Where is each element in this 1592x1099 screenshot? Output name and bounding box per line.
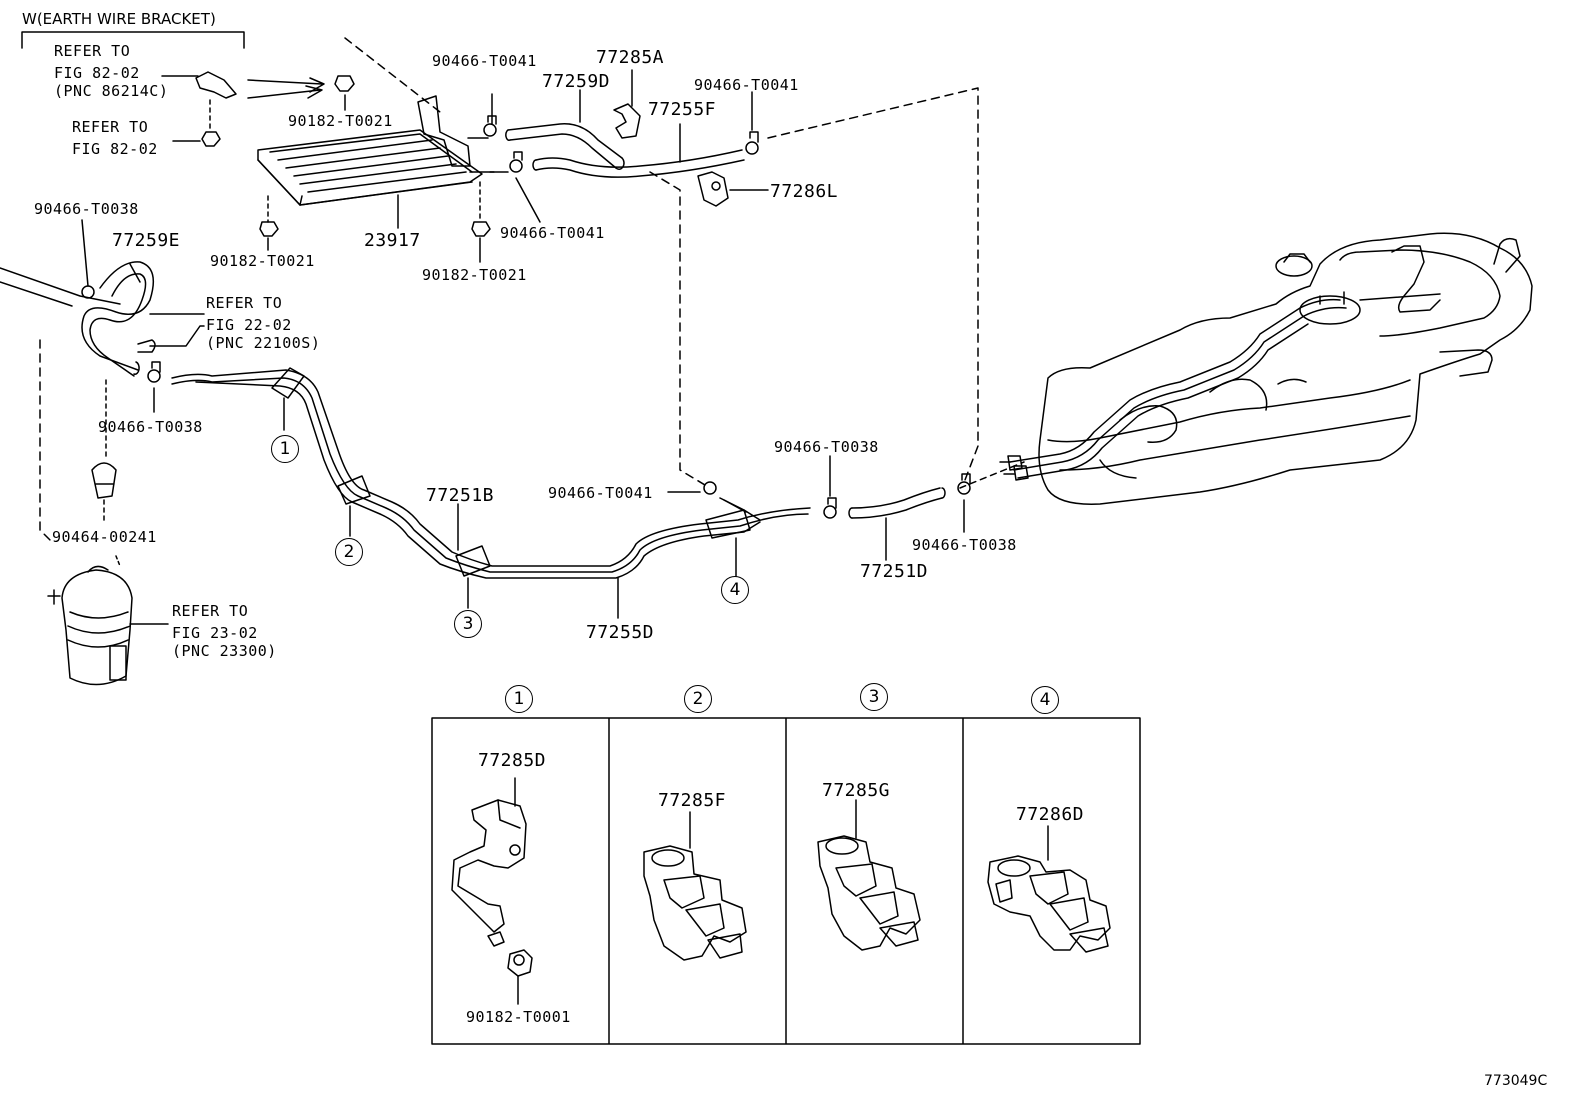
clamp-90466-f (703, 481, 717, 495)
callout-3: 3 (454, 610, 482, 638)
part-77255D: 77255D (586, 622, 655, 643)
header-bracket (21, 31, 245, 49)
part-90466-T0041-b: 90466-T0041 (694, 76, 799, 94)
part-90466-T0041-a: 90466-T0041 (432, 52, 537, 70)
clamp-90466-e (147, 361, 161, 383)
nut-90182-a (334, 75, 355, 92)
fuel-filter (61, 569, 133, 686)
part-90182-T0021-a: 90182-T0021 (288, 112, 393, 130)
detail-part-77286D-label: 77286D (1016, 804, 1085, 825)
detail-nut-90182-T0001 (507, 949, 533, 977)
clamp-90466-g (823, 497, 837, 519)
part-77251B: 77251B (426, 485, 495, 506)
detail-panel-frame (431, 717, 1141, 1045)
nut-small (201, 131, 221, 147)
clip-4 (705, 509, 751, 539)
part-77259D: 77259D (542, 71, 611, 92)
nut-90182-b (259, 221, 279, 237)
hose-77259D (507, 123, 623, 159)
clamp-90466-b (745, 131, 759, 155)
arrow-1 (247, 77, 325, 93)
hose-77251D (851, 487, 941, 509)
figure-code: 773049C (1484, 1073, 1548, 1089)
ref-fig2302-line2: FIG 23-02 (172, 624, 258, 642)
ref-fig2202-line3: (PNC 22100S) (206, 334, 321, 352)
detail-part-77285G (817, 799, 921, 951)
detail-callout-1: 1 (505, 685, 533, 713)
earth-wire-bracket (195, 71, 237, 99)
clamp-90466-d (81, 285, 95, 299)
detail-part-77286D (987, 825, 1111, 953)
nut-90182-c (471, 221, 491, 237)
callout-2: 2 (335, 538, 363, 566)
detail-part-77285D-label: 77285D (478, 750, 547, 771)
clamp-90466-c (509, 151, 523, 173)
ref-fig2302-line3: (PNC 23300) (172, 642, 277, 660)
detail-part-77285D (451, 777, 533, 1005)
engine-pipe (0, 267, 121, 305)
clip-3 (455, 545, 491, 577)
part-90182-T0021-c: 90182-T0021 (422, 266, 527, 284)
ref-fig2202-line2: FIG 22-02 (206, 316, 292, 334)
detail-part-77285G-label: 77285G (822, 780, 891, 801)
hose-77259E (81, 261, 155, 371)
part-90182-T0021-b: 90182-T0021 (210, 252, 315, 270)
ref-fig2202-line1: REFER TO (206, 294, 283, 312)
detail-part-90182-T0001-label: 90182-T0001 (466, 1008, 571, 1026)
part-90466-T0038-b: 90466-T0038 (98, 418, 203, 436)
part-77255F: 77255F (648, 99, 717, 120)
hose-77255F (535, 149, 743, 168)
ref-fig2302-line1: REFER TO (172, 602, 249, 620)
part-23917: 23917 (364, 230, 421, 251)
ref-fig8202-pnc-line1: REFER TO (54, 42, 131, 60)
detail-callout-3: 3 (860, 683, 888, 711)
part-77259E: 77259E (112, 230, 181, 251)
detail-part-77285F-label: 77285F (658, 790, 727, 811)
ref-fig8202-pnc-line2: FIG 82-02 (54, 64, 140, 82)
callout-1: 1 (271, 435, 299, 463)
clip-77285A (613, 103, 641, 139)
detail-callout-2: 2 (684, 685, 712, 713)
part-90466-T0041-d: 90466-T0041 (548, 484, 653, 502)
main-fuel-lines (171, 369, 811, 579)
clip-2 (337, 475, 371, 505)
callout-4: 4 (721, 576, 749, 604)
detail-callout-4: 4 (1031, 686, 1059, 714)
ref-fig8202-line1: REFER TO (72, 118, 149, 136)
arrow-2 (247, 85, 323, 99)
cooler-bracket (417, 95, 471, 167)
fuel-tank (999, 232, 1533, 505)
part-90466-T0038-d: 90466-T0038 (912, 536, 1017, 554)
detail-part-77285F (643, 811, 747, 961)
bracket-77286L (697, 171, 729, 207)
ref-fig8202-pnc-line3: (PNC 86214C) (54, 82, 169, 100)
part-77251D: 77251D (860, 561, 929, 582)
ref-fig8202-line2: FIG 82-02 (72, 140, 158, 158)
earth-wire-bracket-note: W(EARTH WIRE BRACKET) (22, 10, 216, 28)
part-77285A: 77285A (596, 47, 665, 68)
part-90466-T0038-c: 90466-T0038 (774, 438, 879, 456)
clamp-90464 (91, 462, 117, 499)
part-90464-00241: 90464-00241 (52, 528, 157, 546)
part-90466-T0041-c: 90466-T0041 (500, 224, 605, 242)
clamp-90466-h (957, 473, 971, 495)
part-90466-T0038-a: 90466-T0038 (34, 200, 139, 218)
clip-1 (271, 367, 305, 399)
part-77286L: 77286L (770, 181, 839, 202)
clamp-90466-a (483, 115, 497, 137)
